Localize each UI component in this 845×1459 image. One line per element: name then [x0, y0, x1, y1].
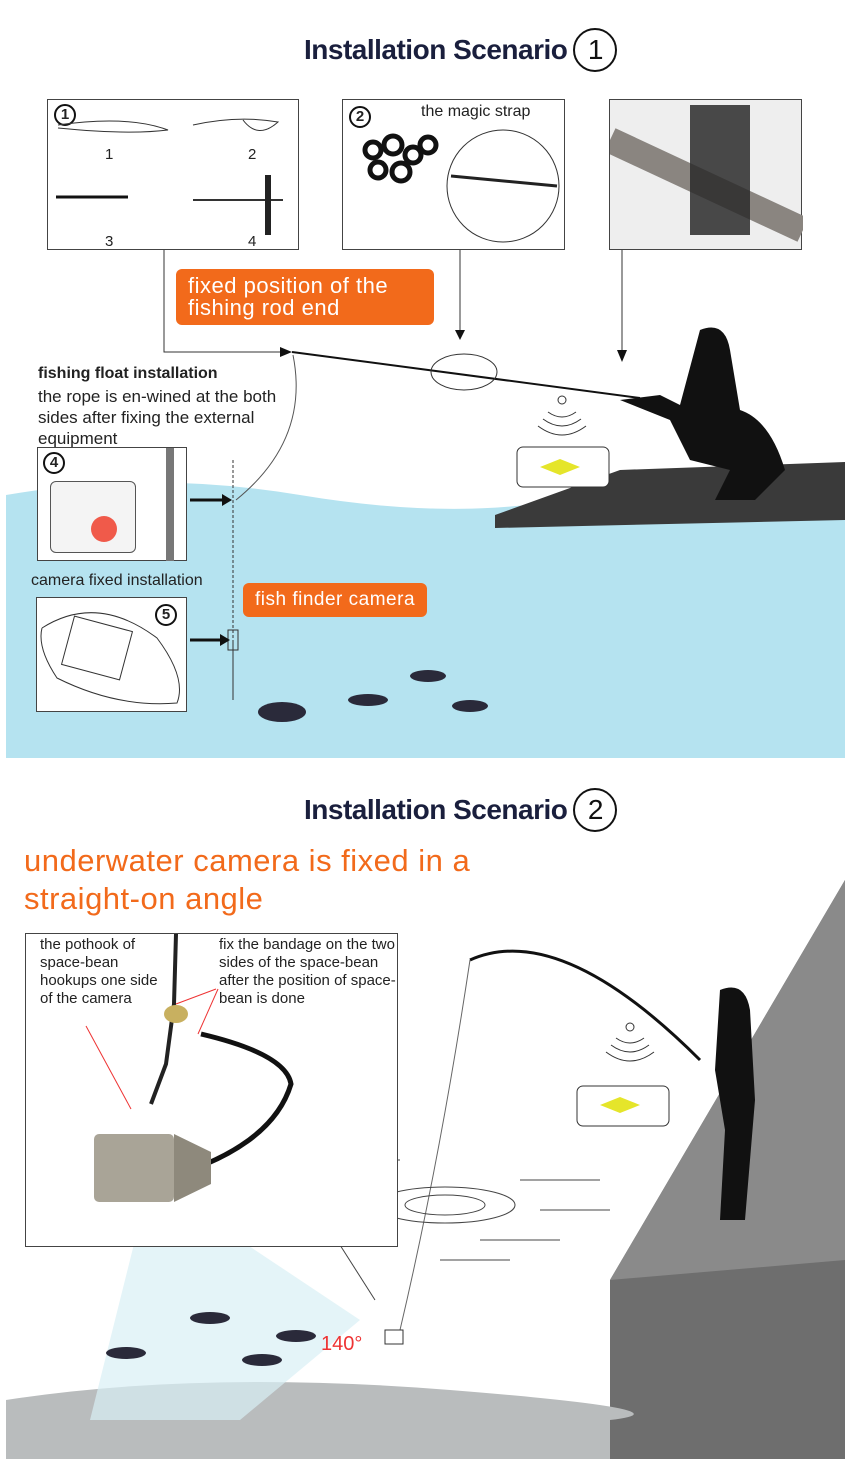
float-installation-text: the rope is en-wined at the both sides a…: [38, 387, 277, 448]
step4-float-panel: 4: [37, 447, 187, 561]
step2-number: 2: [349, 106, 371, 128]
knot-step-3: 3: [105, 233, 114, 250]
step1-knot-panel: 1 1 2 3 4: [47, 99, 299, 250]
wifi-signal-icon: [537, 395, 587, 436]
wifi-signal-icon-2: [605, 1022, 655, 1062]
step4-number: 4: [43, 452, 65, 474]
pothook-note: the pothook of space-bean hookups one si…: [40, 936, 158, 1007]
rod-end-callout: fixed position of the fishing rod end: [176, 269, 434, 325]
fish-display-icon: [540, 459, 580, 475]
scenario2-headline: underwater camera is fixed in a straight…: [24, 843, 471, 916]
step2-magic-strap-panel: 2 the magic strap: [342, 99, 565, 250]
fishing-rod: [291, 351, 641, 399]
fish-finder-camera-callout: fish finder camera: [243, 583, 428, 617]
float-bead: [91, 516, 117, 542]
knot-step-2: 2: [248, 146, 257, 163]
view-angle-label: 140°: [321, 1333, 363, 1355]
knot-steps-drawing: [56, 118, 283, 235]
scenario2-title-text: Installation Scenario: [304, 794, 568, 825]
fisherman-silhouette: [620, 327, 785, 500]
rubber-rings-drawing: [362, 129, 560, 243]
step5-number: 5: [155, 604, 177, 626]
scenario1-illustration: [6, 250, 845, 758]
scenario1-number: 1: [573, 28, 618, 72]
magic-strap-label: the magic strap: [421, 103, 531, 120]
fisherman-silhouette-2: [715, 987, 755, 1220]
water: [6, 482, 845, 758]
knot-step-4: 4: [248, 233, 257, 250]
line-drawing: [166, 448, 174, 561]
fish-group-2: [106, 1312, 316, 1366]
bandage-note: fix the bandage on the two sides of the …: [219, 936, 396, 1007]
camera-detail-drawing: [85, 934, 294, 1202]
camera-detail-panel: the pothook of space-bean hookups one si…: [25, 933, 398, 1247]
step1-number: 1: [54, 104, 76, 126]
fish-group: [258, 670, 488, 722]
scenario2-number: 2: [573, 788, 618, 832]
float-photo: [50, 481, 136, 553]
step5-camera-panel: 5: [36, 597, 187, 712]
rod-holder-photo: [604, 99, 809, 250]
fishing-rod-2: [469, 949, 702, 1062]
knot-step-1: 1: [105, 146, 114, 163]
camera-mount-drawing: [40, 612, 180, 705]
scenario1-title-text: Installation Scenario: [304, 34, 568, 65]
camera-fixed-label: camera fixed installation: [31, 572, 203, 589]
camera-body: [94, 1134, 174, 1202]
float-installation-heading: fishing float installation: [38, 365, 218, 382]
camera-icon-2: [384, 1329, 404, 1345]
